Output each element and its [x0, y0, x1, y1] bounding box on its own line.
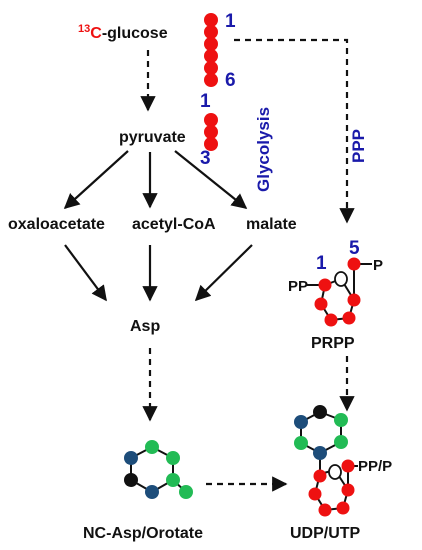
glucose-carbon: C: [90, 25, 102, 42]
glucose-carbon-bead: [204, 13, 218, 27]
udp-ribose-carbon: [318, 503, 332, 517]
udp-base-atom: [294, 415, 308, 429]
udp-ribose-carbon: [308, 487, 322, 501]
nc-asp-orotate-label: NC-Asp/Orotate: [83, 525, 203, 542]
nc-asp-molecule: [124, 440, 193, 499]
pyruvate-label: pyruvate: [119, 129, 186, 146]
pyruvate-carbon-bead: [204, 137, 218, 151]
udp-base-atom: [313, 446, 327, 460]
glucose-carbon-6: 6: [225, 70, 236, 91]
nc-asp-atom: [166, 473, 180, 487]
acetyl-coa-label: acetyl-CoA: [132, 216, 216, 233]
nc-asp-atom: [145, 485, 159, 499]
udp-ribose-carbon: [341, 483, 355, 497]
udp-base-atom: [313, 405, 327, 419]
oxaloacetate-label: oxaloacetate: [8, 216, 105, 233]
glucose-carbon-chain: [204, 13, 218, 87]
prpp-carbon: [314, 297, 328, 311]
nc-asp-atom: [166, 451, 180, 465]
glucose-carbon-bead: [204, 73, 218, 87]
pyruvate-carbon-chain: [204, 113, 218, 151]
prpp-carbon: [347, 293, 361, 307]
udp-ribose-carbon: [336, 501, 350, 515]
udp-ribose-carbon: [313, 469, 327, 483]
pyruvate-carbon-bead: [204, 125, 218, 139]
arrow-malate-to-asp: [194, 244, 253, 302]
pyruvate-carbon-1: 1: [200, 91, 211, 112]
udp-pp-p-label: PP/P: [358, 458, 392, 475]
prpp-carbon: [318, 278, 332, 292]
asp-label: Asp: [130, 318, 160, 335]
prpp-carbon: [324, 313, 338, 327]
prpp-p-label: P: [373, 257, 383, 274]
udp-base-atom: [334, 413, 348, 427]
glucose-name: -glucose: [102, 25, 168, 42]
arrow-pyruvate-to-oxaloacetate: [63, 150, 129, 210]
udp-utp-label: UDP/UTP: [290, 525, 361, 542]
prpp-carbon-5: 5: [349, 238, 360, 259]
glucose-label: 13C-glucose: [78, 23, 168, 42]
prpp-carbon: [347, 257, 361, 271]
udp-base-atom: [294, 436, 308, 450]
ppp-label: PPP: [349, 129, 368, 163]
arrow-ppp-branch: [234, 38, 355, 224]
udp-ribose-carbon: [341, 459, 355, 473]
glucose-carbon-bead: [204, 61, 218, 75]
prpp-carbon-1: 1: [316, 253, 327, 274]
pathway-arrows: [63, 38, 355, 492]
pyruvate-carbon-bead: [204, 113, 218, 127]
udp-base-atom: [334, 435, 348, 449]
prpp-ring-oxygen: [334, 271, 348, 287]
nc-asp-atom: [179, 485, 193, 499]
nc-asp-atom: [145, 440, 159, 454]
glucose-carbon-1: 1: [225, 11, 236, 32]
prpp-label: PRPP: [311, 335, 355, 352]
prpp-pp-label: PP: [288, 278, 308, 295]
prpp-ribose-ring: PP P: [288, 257, 383, 327]
nc-asp-atom: [124, 473, 138, 487]
arrow-oxaloacetate-to-asp: [64, 244, 107, 302]
udp-ring-oxygen: [328, 464, 342, 480]
malate-label: malate: [246, 216, 297, 233]
arrow-pyruvate-to-malate: [174, 150, 248, 209]
glycolysis-label: Glycolysis: [254, 107, 273, 192]
prpp-carbon: [342, 311, 356, 325]
pyruvate-carbon-3: 3: [200, 148, 211, 169]
glucose-superscript: 13: [78, 23, 90, 35]
udp-utp-molecule: PP/P: [294, 405, 392, 517]
glucose-carbon-bead: [204, 49, 218, 63]
nc-asp-atom: [124, 451, 138, 465]
glucose-carbon-bead: [204, 37, 218, 51]
glucose-carbon-bead: [204, 25, 218, 39]
